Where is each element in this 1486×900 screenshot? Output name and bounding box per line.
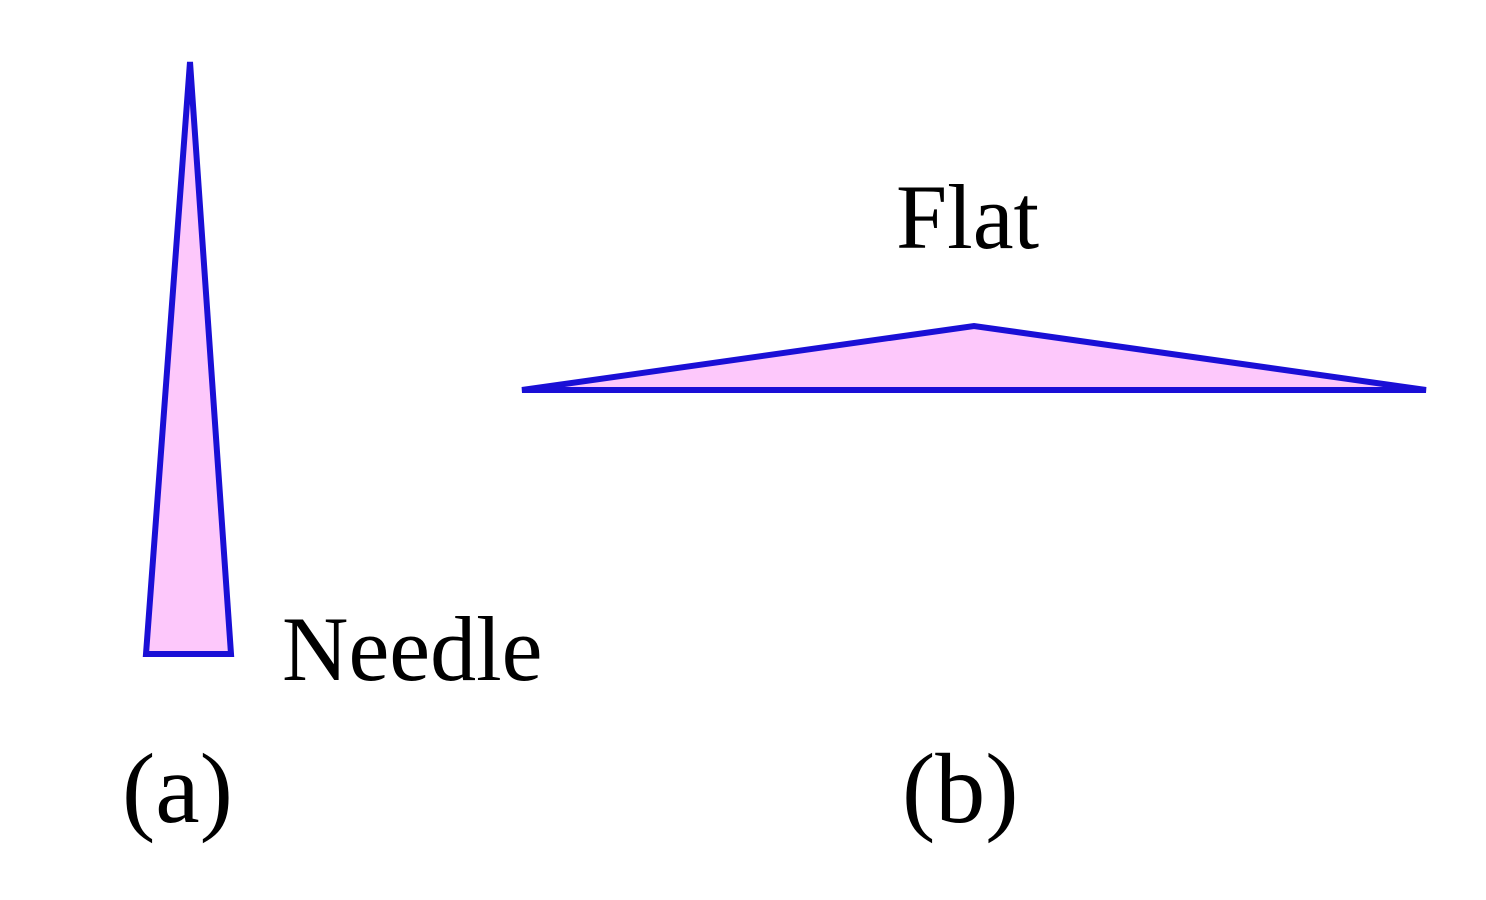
panel-a: Needle (a) [122, 61, 543, 844]
needle-label: Needle [282, 598, 543, 700]
flat-triangle [521, 322, 1427, 393]
panel-b-caption: (b) [902, 733, 1019, 844]
panel-b: Flat (b) [521, 166, 1427, 844]
flat-label: Flat [896, 166, 1040, 268]
panel-a-caption: (a) [122, 733, 233, 844]
needle-triangle [142, 61, 235, 657]
